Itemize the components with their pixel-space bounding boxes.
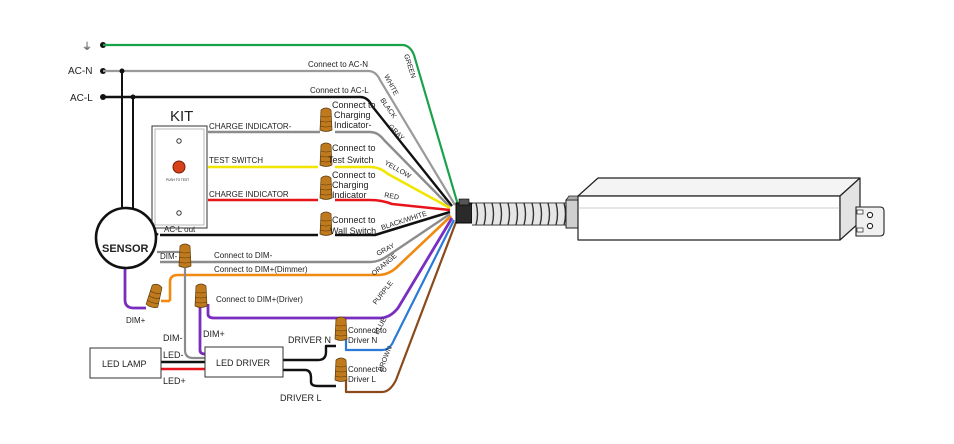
sensor-dim-neg: DIM- xyxy=(160,252,178,261)
wire-sensor-dim-pos xyxy=(123,262,146,310)
led-driver-label: LED DRIVER xyxy=(216,358,271,368)
led-lamp-label: LED LAMP xyxy=(102,359,147,369)
wire-driver-l xyxy=(283,368,336,388)
wire-label-white: WHITE xyxy=(382,74,399,97)
wire-brown xyxy=(344,221,458,394)
test-switch-button[interactable] xyxy=(172,160,186,174)
label-connect-ac-l: Connect to AC-L xyxy=(310,86,369,95)
ballast-assembly xyxy=(455,177,885,241)
lower-section: LED LAMP LED DRIVER DIM- DIM+ LED- LED+ … xyxy=(89,329,331,403)
kit-charge-indicator: CHARGE INDICATOR xyxy=(209,190,289,199)
wire-white xyxy=(103,69,456,206)
left-terminals: ⏚ AC-N AC-L xyxy=(68,41,106,104)
wire-nut xyxy=(319,211,333,236)
wire-purple xyxy=(206,217,454,320)
ground-symbol: ⏚ xyxy=(82,41,92,53)
label-driver-n-1: Connect to xyxy=(348,326,387,335)
label-charging-neg-1: Connect to xyxy=(332,100,376,110)
wire-nut xyxy=(319,107,333,132)
label-connect-dim-pos-driver: Connect to DIM+(Driver) xyxy=(216,295,303,304)
wire-blue xyxy=(344,219,455,352)
wire-label-red: RED xyxy=(384,192,400,201)
ac-l-label: AC-L xyxy=(70,93,93,104)
ballast-front xyxy=(577,195,841,241)
button-caption: PUSH TO TEST xyxy=(166,178,189,182)
junction-dot xyxy=(119,68,125,74)
wire-nut xyxy=(178,243,192,268)
sensor-body xyxy=(94,206,158,270)
charge-led xyxy=(176,210,182,216)
ballast-top xyxy=(577,177,861,197)
wire-purple-lower xyxy=(198,304,206,356)
label-connect-ac-n: Connect to AC-N xyxy=(308,60,368,69)
wire-gray-dim xyxy=(160,213,451,264)
lower-driver-l: DRIVER L xyxy=(280,393,322,403)
wire-yellow xyxy=(208,165,451,210)
label-charging-2: Charging xyxy=(332,180,369,190)
wire-label-gray: GRAY xyxy=(387,123,406,142)
kit-panel: KIT PUSH TO TEST CHARGE INDICATOR- TEST … xyxy=(151,108,292,229)
ac-n-label: AC-N xyxy=(68,66,92,77)
label-driver-l-2: Driver L xyxy=(348,375,377,384)
sensor-dim-pos: DIM+ xyxy=(126,316,146,325)
lower-led-neg: LED- xyxy=(163,350,184,360)
wire-driver-n xyxy=(283,344,336,362)
connection-labels: Connect to AC-N Connect to AC-L Connect … xyxy=(214,60,387,384)
wire-green xyxy=(103,43,460,206)
label-driver-l-1: Connect to xyxy=(348,365,387,374)
led-lamp-box xyxy=(89,347,162,379)
label-charging-3: Indicator xyxy=(332,190,367,200)
junction-dot xyxy=(130,94,136,100)
flex-conduit xyxy=(472,202,568,226)
led-driver-box xyxy=(204,346,284,378)
lower-driver-n: DRIVER N xyxy=(288,335,331,345)
label-connect-dim-neg: Connect to DIM- xyxy=(214,251,273,260)
wire-black xyxy=(103,95,453,207)
label-wall-switch-2: Wall Switch xyxy=(330,226,376,236)
wire-nut xyxy=(319,142,333,167)
wire-connector xyxy=(455,202,473,224)
wire-nut xyxy=(334,316,348,341)
junctions xyxy=(119,68,136,100)
connector-clip xyxy=(458,198,470,206)
wire-color-labels: GREEN WHITE BLACK GRAY YELLOW RED BLACK/… xyxy=(371,53,428,372)
wire-nut xyxy=(194,283,208,308)
label-connect-dim-pos-dimmer: Connect to DIM+(Dimmer) xyxy=(214,265,308,274)
mounting-bracket xyxy=(855,206,885,237)
wire-nuts xyxy=(145,107,348,382)
kit-test-switch: TEST SWITCH xyxy=(209,156,263,165)
sensor-label: SENSOR xyxy=(102,243,149,255)
wire-nut xyxy=(334,357,348,382)
wire-orange xyxy=(168,215,452,301)
lower-led-pos: LED+ xyxy=(163,376,186,386)
label-test-switch-1: Connect to xyxy=(332,143,376,153)
wire-nut xyxy=(145,283,163,308)
sensor: SENSOR AC-L out DIM- DIM+ xyxy=(94,206,196,325)
wire-label-purple: PURPLE xyxy=(372,280,395,307)
kit-charge-indicator-neg: CHARGE INDICATOR- xyxy=(209,122,292,131)
label-driver-n-2: Driver N xyxy=(348,336,378,345)
wire-black-white xyxy=(160,210,451,237)
wire-red xyxy=(208,198,451,212)
label-wall-switch-1: Connect to xyxy=(332,215,376,225)
label-test-switch-2: Test Switch xyxy=(328,155,374,165)
label-charging-neg-2: Charging xyxy=(334,110,371,120)
wire-nut xyxy=(319,175,333,200)
label-charging-neg-3: Indicator- xyxy=(334,120,372,130)
lower-dim-neg: DIM- xyxy=(163,333,183,343)
charge-led-neg xyxy=(176,138,182,144)
kit-inner xyxy=(154,128,205,226)
label-charging-1: Connect to xyxy=(332,170,376,180)
emergency-ballast xyxy=(577,177,861,241)
sensor-acl-out: AC-L out xyxy=(164,225,196,234)
lower-dim-pos: DIM+ xyxy=(203,329,225,339)
wire-gray-lower xyxy=(183,268,205,360)
kit-title: KIT xyxy=(170,108,193,125)
wire-gray xyxy=(208,130,451,208)
